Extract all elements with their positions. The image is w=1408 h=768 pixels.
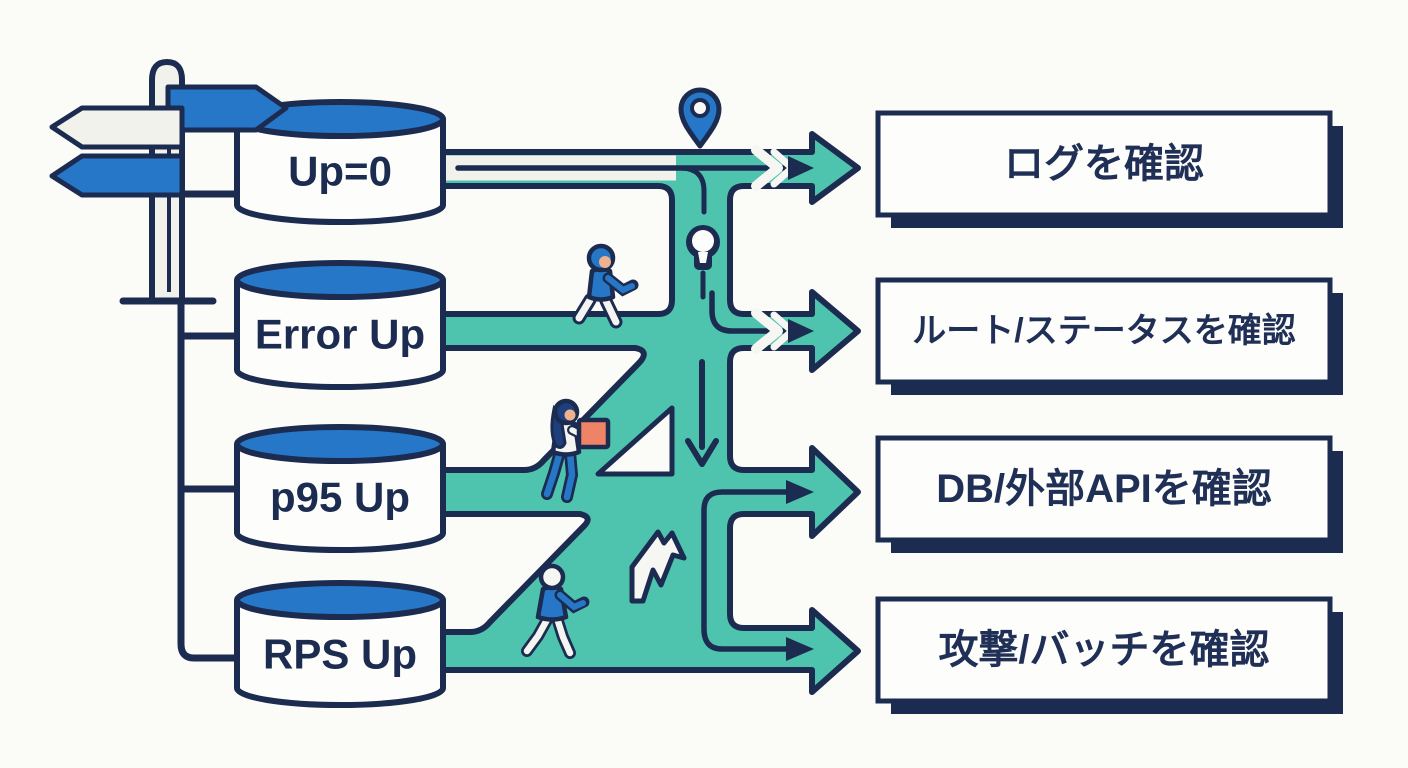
action-box-logs-label: ログを確認 bbox=[1004, 142, 1204, 186]
action-box-attack: 攻撃/バッチを確認 bbox=[875, 596, 1343, 714]
guide-row3-row4 bbox=[701, 489, 791, 652]
signpost-arrow-left-blue bbox=[49, 153, 185, 198]
action-box-db-label: DB/外部APIを確認 bbox=[936, 467, 1272, 511]
arrowhead-row1 bbox=[788, 156, 814, 180]
lightbulb-icon bbox=[686, 225, 720, 270]
cylinder-error-up: Error Up bbox=[234, 260, 446, 390]
path-network bbox=[435, 131, 861, 695]
signpost-arrow-right bbox=[165, 84, 289, 133]
metric-cylinders: Up=0 Error Up p95 Up RPS Up bbox=[234, 99, 446, 708]
person-carrying-box-icon bbox=[541, 398, 611, 503]
action-box-attack-label: 攻撃/バッチを確認 bbox=[938, 628, 1269, 672]
cylinder-p95-up: p95 Up bbox=[234, 424, 446, 553]
arrowhead-row4 bbox=[786, 637, 814, 661]
navigation-arrow-icon bbox=[629, 529, 687, 604]
chevron-right-icon bbox=[751, 308, 783, 354]
triangle-yield-icon bbox=[595, 405, 675, 477]
cylinder-rps-up-label: RPS Up bbox=[263, 631, 417, 678]
action-box-routes: ルート/ステータスを確認 bbox=[875, 277, 1343, 395]
down-arrow-head bbox=[685, 438, 719, 467]
action-boxes: ログを確認 ルート/ステータスを確認 DB/外部APIを確認 攻撃/バッチを確認 bbox=[875, 110, 1343, 714]
action-box-routes-label: ルート/ステータスを確認 bbox=[912, 311, 1295, 350]
cylinder-p95-up-label: p95 Up bbox=[270, 474, 410, 521]
cylinder-error-up-label: Error Up bbox=[255, 311, 425, 358]
arrowhead-row3 bbox=[786, 480, 814, 504]
arrowhead-row2 bbox=[788, 319, 814, 343]
action-box-logs: ログを確認 bbox=[875, 110, 1343, 228]
action-box-db: DB/外部APIを確認 bbox=[875, 435, 1343, 553]
walking-person-icon bbox=[572, 243, 639, 329]
chevron-right-icon bbox=[751, 145, 783, 191]
branch-trunk bbox=[177, 300, 240, 662]
guide-row2 bbox=[709, 290, 795, 334]
flow-arrows bbox=[751, 145, 814, 661]
teal-road-network bbox=[435, 131, 861, 695]
branch-lines bbox=[177, 190, 240, 662]
signpost-arrow-left-white bbox=[49, 105, 185, 150]
cylinder-rps-up: RPS Up bbox=[234, 580, 446, 708]
map-pin-icon bbox=[678, 87, 722, 149]
guide-lines bbox=[455, 165, 795, 652]
cylinder-up0-label: Up=0 bbox=[288, 148, 392, 195]
guide-row1-branch bbox=[679, 165, 707, 215]
cylinder-up0: Up=0 bbox=[234, 99, 446, 225]
walking-person-icon bbox=[521, 563, 590, 659]
signpost-icon bbox=[49, 58, 289, 305]
